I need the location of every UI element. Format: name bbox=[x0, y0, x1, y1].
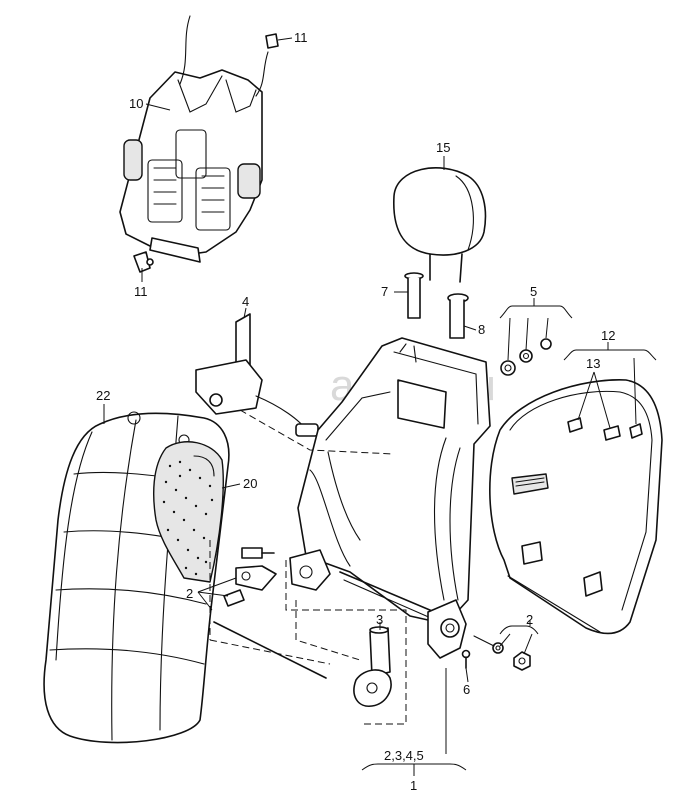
clip-top bbox=[265, 33, 279, 49]
label-11-bottom: 11 bbox=[134, 284, 148, 299]
adjuster-bracket-4 bbox=[195, 313, 319, 437]
label-12: 12 bbox=[601, 328, 615, 343]
lumbar-support-frame bbox=[119, 15, 269, 263]
label-2-right: 2 bbox=[526, 612, 533, 627]
label-7: 7 bbox=[381, 284, 388, 299]
recliner-right bbox=[427, 599, 467, 659]
label-3: 3 bbox=[376, 612, 383, 627]
label-1: 1 bbox=[410, 778, 417, 793]
label-2345: 2,3,4,5 bbox=[384, 748, 424, 763]
heating-pad bbox=[153, 441, 224, 583]
hardware-group-right bbox=[473, 635, 531, 671]
label-20: 20 bbox=[243, 476, 257, 491]
label-8: 8 bbox=[478, 322, 485, 337]
label-10: 10 bbox=[129, 96, 143, 111]
clip-13 bbox=[567, 417, 643, 441]
label-5: 5 bbox=[530, 284, 537, 299]
hardware-group-left bbox=[213, 547, 327, 679]
label-15: 15 bbox=[436, 140, 450, 155]
part-labels: 11 10 11 15 7 8 5 12 13 4 22 20 2 3 2 6 … bbox=[96, 30, 615, 793]
clip-bottom bbox=[133, 251, 154, 273]
adjust-motor-3 bbox=[353, 626, 392, 707]
guide-sleeve-7 bbox=[404, 272, 424, 319]
screw-6 bbox=[461, 649, 471, 669]
backrest-rear-panel bbox=[489, 379, 663, 635]
label-4: 4 bbox=[242, 294, 249, 309]
label-13: 13 bbox=[586, 356, 600, 371]
recliner-left bbox=[289, 549, 331, 591]
leader-lines bbox=[103, 37, 657, 776]
label-22: 22 bbox=[96, 388, 110, 403]
head-restraint bbox=[393, 167, 487, 283]
fastener-group-5 bbox=[500, 338, 552, 376]
guide-sleeve-8 bbox=[447, 293, 469, 339]
label-6: 6 bbox=[463, 682, 470, 697]
label-11-top: 11 bbox=[294, 30, 308, 45]
label-2-left: 2 bbox=[186, 586, 193, 601]
reference-lines bbox=[209, 409, 407, 725]
backrest-frame bbox=[297, 337, 491, 625]
